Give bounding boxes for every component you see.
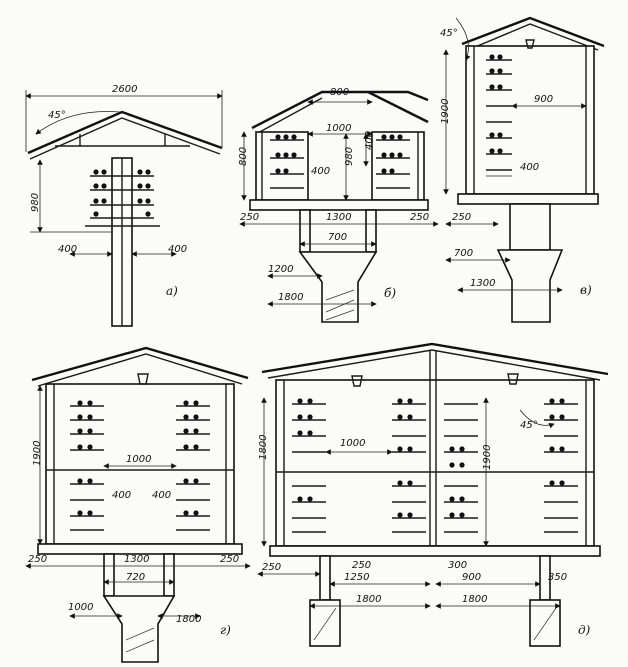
panel-g-roof: [31, 346, 249, 382]
panel-d: 1800 1000 45° 1900 250 250 300 1250 900 …: [257, 342, 609, 647]
panel-b-cabinet-left: [255, 131, 309, 201]
panel-g-foundation: [102, 595, 176, 663]
panel-a-dim-right: 400: [168, 244, 187, 255]
panel-b-label: б): [384, 286, 396, 300]
panel-d-dim-foundr: 1800: [462, 594, 487, 605]
panel-v: 45° 1900 900 400 250 700 1300 в): [440, 16, 605, 323]
panel-g-dim-foundl: 1000: [68, 602, 93, 613]
panel-v-dim-inner: 900: [534, 94, 553, 105]
panel-v-dim-edge: 250: [452, 212, 471, 223]
lamp-icon: [507, 373, 519, 385]
panel-b-platform: [249, 199, 429, 211]
panel-g: 1900 1000 400 400 250 1300 250 720 1000 …: [25, 346, 251, 663]
panel-g-dim-base: 1300: [124, 554, 149, 565]
panel-b-roof: [251, 90, 429, 130]
panel-d-dim-1250: 1250: [344, 572, 369, 583]
panel-b-dim-edgel: 250: [240, 212, 259, 223]
panel-v-dim-gap: 700: [454, 248, 473, 259]
panel-v-shelves: [486, 54, 512, 171]
panel-a-roof: [27, 110, 223, 155]
panel-g-dim-edgel: 250: [28, 554, 47, 565]
panel-d-platform: [269, 545, 601, 557]
panel-b-shelves: [270, 134, 410, 189]
panel-v-label: в): [580, 283, 592, 297]
panel-d-dim-900: 900: [462, 572, 481, 583]
panel-a-dim-width: 2600: [112, 84, 137, 95]
panel-a-crossarms: [90, 169, 154, 219]
panel-d-roof: [261, 342, 609, 376]
panel-b-dim-gap: 700: [328, 232, 347, 243]
panel-b-dim-base: 1300: [326, 212, 351, 223]
panel-a: 2600 45° 980 400 400 а): [25, 84, 223, 327]
panel-b-dim-roof: 800: [330, 87, 349, 98]
panel-d-dim-250: 250: [352, 560, 371, 571]
panel-d-dim-heightl: 1800: [258, 435, 269, 460]
panel-g-dim-foundr: 1800: [176, 614, 201, 625]
panel-a-dim-left: 400: [58, 244, 77, 255]
panel-b-dim-found1: 1200: [268, 264, 293, 275]
panel-g-dim-inner: 1000: [126, 454, 151, 465]
panel-v-foundation: [496, 249, 564, 323]
panel-b: 800 1000 800 400 980 400 250 1300 250 70…: [238, 87, 439, 323]
panel-d-dim-inner: 1000: [340, 438, 365, 449]
panel-d-label: д): [578, 623, 591, 637]
panel-b-dim-edger: 250: [410, 212, 429, 223]
panel-g-dim-gap: 720: [126, 572, 145, 583]
panel-d-shelves: [292, 398, 578, 533]
panel-d-dim-350: 350: [548, 572, 567, 583]
panel-g-dim-shelfr: 400: [152, 490, 171, 501]
panel-d-dim-angle: 45°: [520, 420, 538, 431]
panel-g-dim-edger: 250: [220, 554, 239, 565]
panel-v-dim-shelf: 400: [520, 162, 539, 173]
panel-v-roof: [461, 16, 605, 48]
panel-v-dim-found: 1300: [470, 278, 495, 289]
panel-g-label: г): [220, 623, 231, 637]
panel-d-dim-edgel: 250: [262, 562, 281, 573]
panel-g-shelves: [70, 400, 210, 531]
panel-b-dim-hinner: 400: [364, 131, 375, 150]
panel-a-dim-angle: 45°: [48, 110, 66, 121]
panel-g-dim-shelfl: 400: [112, 490, 131, 501]
panel-v-platform: [457, 193, 599, 205]
panel-b-dim-inner: 1000: [326, 123, 351, 134]
panel-v-dim-height: 1900: [440, 99, 451, 124]
lamp-icon: [351, 375, 363, 387]
panel-b-cabinet-right: [371, 131, 425, 201]
panel-a-dim-height: 980: [30, 193, 41, 212]
panel-a-label: а): [166, 284, 178, 298]
lamp-icon: [137, 373, 149, 385]
panel-b-dim-shelf: 400: [311, 166, 330, 177]
lamp-icon: [525, 39, 535, 49]
panel-b-dim-side: 800: [238, 147, 249, 166]
panel-d-dim-300: 300: [448, 560, 467, 571]
panel-b-foundation: [298, 251, 378, 323]
panel-g-platform: [37, 543, 243, 555]
panel-d-cabinet: [275, 379, 595, 547]
panel-g-dim-height: 1900: [32, 441, 43, 466]
panel-b-dim-hmid: 980: [344, 147, 355, 166]
panel-v-dim-angle: 45°: [440, 28, 458, 39]
panel-d-dim-foundl: 1800: [356, 594, 381, 605]
panel-b-dim-found2: 1800: [278, 292, 303, 303]
panel-d-dim-heightmid: 1900: [482, 445, 493, 470]
